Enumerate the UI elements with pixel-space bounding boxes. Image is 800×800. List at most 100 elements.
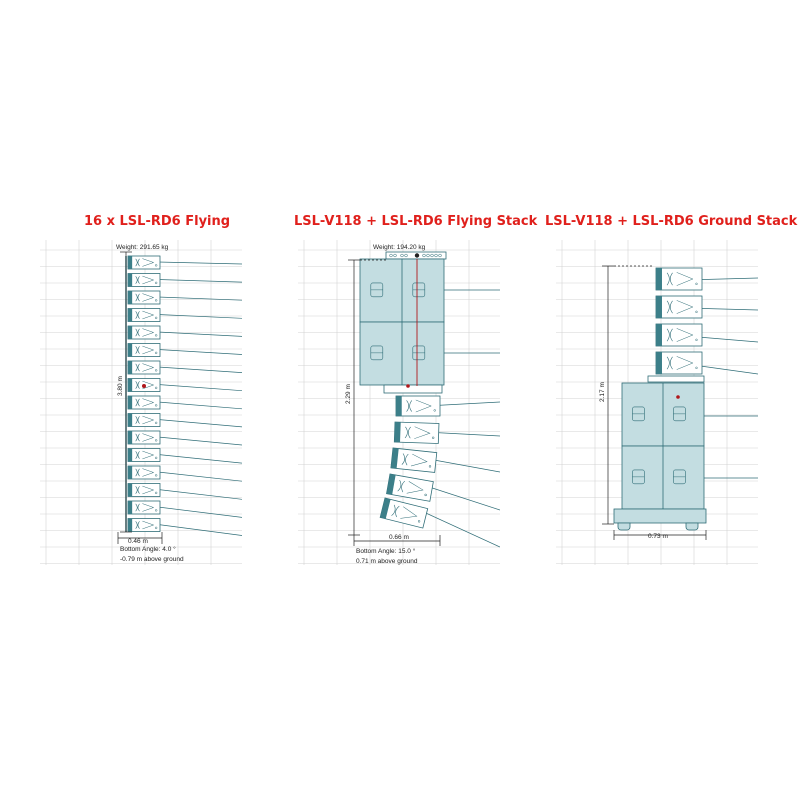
rd6-cabinet: [127, 430, 161, 445]
cabinet-body: [127, 343, 161, 357]
cabinet-body: [127, 430, 161, 445]
horn: [676, 356, 694, 370]
rd6-cabinet: [127, 360, 161, 375]
cabinet-body: [127, 395, 161, 410]
cabinet-front: [128, 448, 133, 462]
cabinet-body: [127, 518, 161, 532]
rigging-pin: [155, 386, 158, 390]
cabinet-body: [127, 413, 161, 427]
waveguide: [135, 468, 140, 477]
horn: [415, 399, 432, 413]
coverage-ray: [157, 506, 242, 518]
cabinet-body: [395, 395, 441, 417]
horn: [142, 520, 155, 530]
rd6-cabinet: [386, 473, 434, 502]
rigging-pin: [155, 351, 158, 355]
cabinet-body: [127, 273, 161, 287]
cabinet-front: [656, 352, 662, 374]
cabinet-front: [128, 308, 133, 322]
panel-2-width: 0.66 m: [389, 534, 409, 541]
panel-2-height: 2.29 m: [345, 384, 352, 404]
panel-1-title: 16 x LSL-RD6 Flying: [84, 214, 231, 229]
cabinet-front: [396, 396, 402, 416]
cabinet-front: [128, 501, 133, 514]
rigging-pin: [155, 456, 158, 460]
coverage-ray: [157, 419, 242, 428]
rigging-pin: [155, 474, 158, 477]
cabinet-front: [128, 256, 133, 269]
panel-3-adapter-frame: [647, 375, 705, 383]
cabinet-front: [128, 361, 133, 374]
rigging-pin: [155, 509, 158, 512]
horn: [400, 506, 418, 519]
panel-3-array: [655, 267, 703, 375]
waveguide: [135, 258, 140, 267]
panel-3-svg: 2.17 m 0.73 m: [556, 240, 758, 565]
rigging-pin: [155, 421, 158, 425]
horn: [142, 275, 155, 285]
waveguide: [401, 453, 409, 466]
cabinet-body: [127, 290, 161, 305]
rd6-cabinet: [127, 518, 161, 532]
cabinet-body: [127, 465, 161, 480]
cabinet-front: [656, 268, 662, 290]
cabinet-front: [128, 431, 133, 444]
panel-3-diagram: 2.17 m 0.73 m: [556, 240, 758, 565]
horn: [142, 328, 155, 337]
cabinet-front: [128, 291, 133, 304]
rigging-pin: [155, 334, 158, 337]
coverage-ray: [419, 483, 500, 511]
cabinet-front: [386, 474, 396, 495]
cabinet-body: [390, 447, 438, 473]
rd6-cabinet: [393, 421, 440, 444]
rd6-cabinet: [655, 295, 703, 319]
panel-3-base-plate: [613, 508, 707, 524]
cabinet-front: [128, 518, 133, 532]
coverage-ray: [157, 454, 242, 464]
panel-1-height: 3.80 m: [117, 376, 124, 396]
coverage-ray: [157, 314, 242, 319]
waveguide: [666, 356, 673, 370]
horn: [142, 345, 155, 355]
coverage-ray: [157, 296, 242, 301]
cabinet-front: [128, 343, 133, 357]
cabinet-front: [656, 324, 662, 346]
rigging-pin: [155, 281, 158, 285]
waveguide: [135, 276, 140, 284]
rigging-pin: [155, 439, 158, 442]
cabinet-body: [127, 448, 161, 462]
coverage-ray: [157, 436, 242, 446]
rigging-pin: [695, 366, 698, 369]
horn: [410, 453, 428, 467]
v118-cabinet: [359, 258, 445, 323]
coverage-ray: [157, 331, 242, 337]
panel-3-height: 2.17 m: [599, 382, 606, 402]
rigging-pin: [695, 282, 698, 285]
rigging-pin: [155, 404, 158, 407]
panel-1-diagram: Weight: 291.65 kg 3.80 m 0.46 m Bottom A…: [40, 240, 242, 565]
coverage-ray: [157, 401, 242, 410]
panel-1-ground: -0.79 m above ground: [120, 556, 184, 563]
rigging-pin: [433, 409, 436, 412]
cabinet-front: [128, 413, 133, 427]
rd6-cabinet: [127, 308, 161, 322]
rd6-cabinet: [127, 273, 161, 287]
horn: [414, 426, 431, 439]
horn: [142, 258, 155, 267]
rigging-pin: [432, 436, 435, 439]
panel-3-width: 0.73 m: [648, 533, 668, 540]
panel-1-cog-marker: [142, 384, 146, 388]
cabinet-front: [394, 422, 401, 443]
cabinet-front: [380, 498, 391, 519]
horn: [676, 272, 694, 286]
coverage-ray: [157, 279, 242, 283]
rigging-pin: [695, 310, 698, 313]
waveguide: [135, 416, 140, 424]
cabinet-front: [128, 466, 133, 479]
rd6-cabinet: [127, 325, 161, 340]
waveguide: [666, 300, 673, 314]
rd6-cabinet: [127, 255, 161, 270]
cabinet-body: [655, 351, 703, 375]
panel-2-title: LSL-V118 + LSL-RD6 Flying Stack: [294, 214, 538, 229]
coverage-ray: [157, 524, 242, 536]
